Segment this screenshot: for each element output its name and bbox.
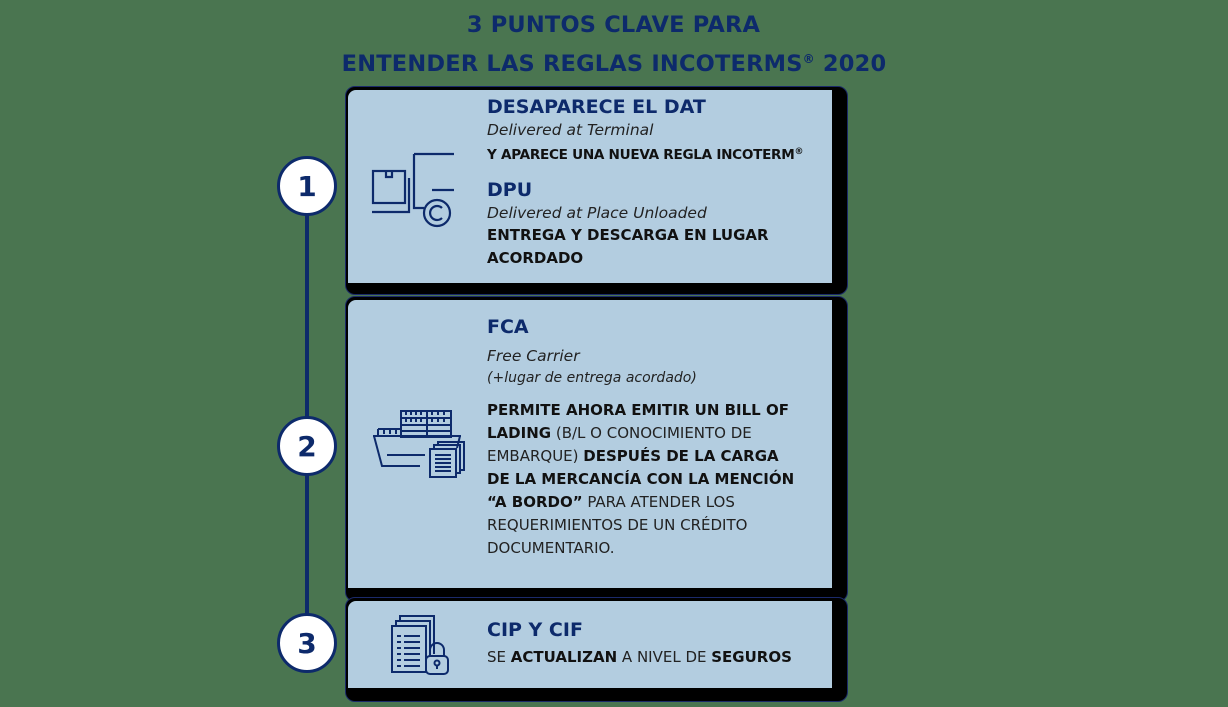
desc-normal: A NIVEL DE	[617, 648, 712, 666]
card-1-heading-dat: DESAPARECE EL DAT	[487, 96, 706, 118]
card-2-description: PERMITE AHORA EMITIR UN BILL OF LADING (…	[487, 399, 794, 560]
step-3-badge: 3	[277, 613, 337, 673]
card-1-new-rule: Y APARECE UNA NUEVA REGLA INCOTERM®	[487, 141, 803, 167]
step-2-badge: 2	[277, 416, 337, 476]
infographic-title: 3 PUNTOS CLAVE PARA ENTENDER LAS REGLAS …	[0, 8, 1228, 81]
desc-bold: SEGUROS	[711, 648, 792, 666]
desc-normal: PARA ATENDER LOS	[582, 493, 735, 511]
title-line-2: ENTENDER LAS REGLAS INCOTERMS® 2020	[0, 42, 1228, 81]
desc-bold: ACTUALIZAN	[510, 648, 618, 666]
card-3-description: SE ACTUALIZAN A NIVEL DE SEGUROS	[487, 646, 792, 669]
card-1-heading-dpu: DPU	[487, 179, 533, 201]
desc-bold: LADING	[487, 424, 552, 442]
card-2-desc-line-1: PERMITE AHORA EMITIR UN BILL OF	[487, 399, 794, 422]
card-2-desc-line-3: EMBARQUE) DESPUÉS DE LA CARGA	[487, 445, 794, 468]
card-1-text: DESAPARECE EL DAT Delivered at Terminal …	[487, 96, 803, 270]
desc-normal: EMBARQUE)	[487, 447, 584, 465]
desc-normal: DOCUMENTARIO.	[487, 539, 615, 557]
card-1-desc-line-1: ENTREGA Y DESCARGA EN LUGAR	[487, 226, 769, 244]
card-1-new-rule-text: Y APARECE UNA NUEVA REGLA INCOTERM	[487, 147, 795, 163]
card-2	[348, 300, 832, 588]
timeline-line	[305, 214, 309, 616]
desc-normal: (B/L O CONOCIMIENTO DE	[551, 424, 752, 442]
card-2-subtitle-note: (+lugar de entrega acordado)	[487, 370, 697, 386]
desc-bold: DE LA MERCANCÍA CON LA MENCIÓN	[487, 470, 795, 488]
title-line-2-text: ENTENDER LAS REGLAS INCOTERMS	[341, 51, 803, 77]
card-2-heading: FCA	[487, 316, 529, 338]
cargo-ship-documents-icon	[373, 410, 465, 478]
card-2-text: FCA Free Carrier (+lugar de entrega acor…	[487, 316, 794, 560]
desc-normal: REQUERIMIENTOS DE UN CRÉDITO	[487, 516, 748, 534]
card-2-desc-line-5: “A BORDO” PARA ATENDER LOS	[487, 491, 794, 514]
card-1-desc-line-2: ACORDADO	[487, 249, 584, 267]
step-1-badge: 1	[277, 156, 337, 216]
card-3-heading: CIP Y CIF	[487, 619, 583, 641]
desc-bold: “A BORDO”	[487, 493, 583, 511]
title-line-1: 3 PUNTOS CLAVE PARA	[466, 12, 761, 38]
desc-bold: DESPUÉS DE LA CARGA	[583, 447, 779, 465]
forklift-icon	[371, 152, 454, 228]
card-2-subtitle: Free Carrier	[487, 347, 580, 365]
registered-mark: ®	[802, 52, 815, 66]
card-1	[348, 90, 832, 283]
desc-bold: PERMITE AHORA EMITIR UN BILL OF	[487, 401, 789, 419]
card-2-desc-line-2: LADING (B/L O CONOCIMIENTO DE	[487, 422, 794, 445]
documents-lock-icon	[391, 615, 449, 675]
card-3-text: CIP Y CIF SE ACTUALIZAN A NIVEL DE SEGUR…	[487, 619, 792, 669]
card-1-subtitle-dat: Delivered at Terminal	[487, 121, 654, 139]
card-2-desc-line-6: REQUERIMIENTOS DE UN CRÉDITO	[487, 514, 794, 537]
title-year: 2020	[822, 51, 887, 77]
registered-mark: ®	[794, 147, 804, 157]
card-1-subtitle-dpu: Delivered at Place Unloaded	[487, 204, 707, 222]
desc-normal: SE	[487, 648, 511, 666]
card-2-desc-line-7: DOCUMENTARIO.	[487, 537, 794, 560]
card-2-desc-line-4: DE LA MERCANCÍA CON LA MENCIÓN	[487, 468, 794, 491]
